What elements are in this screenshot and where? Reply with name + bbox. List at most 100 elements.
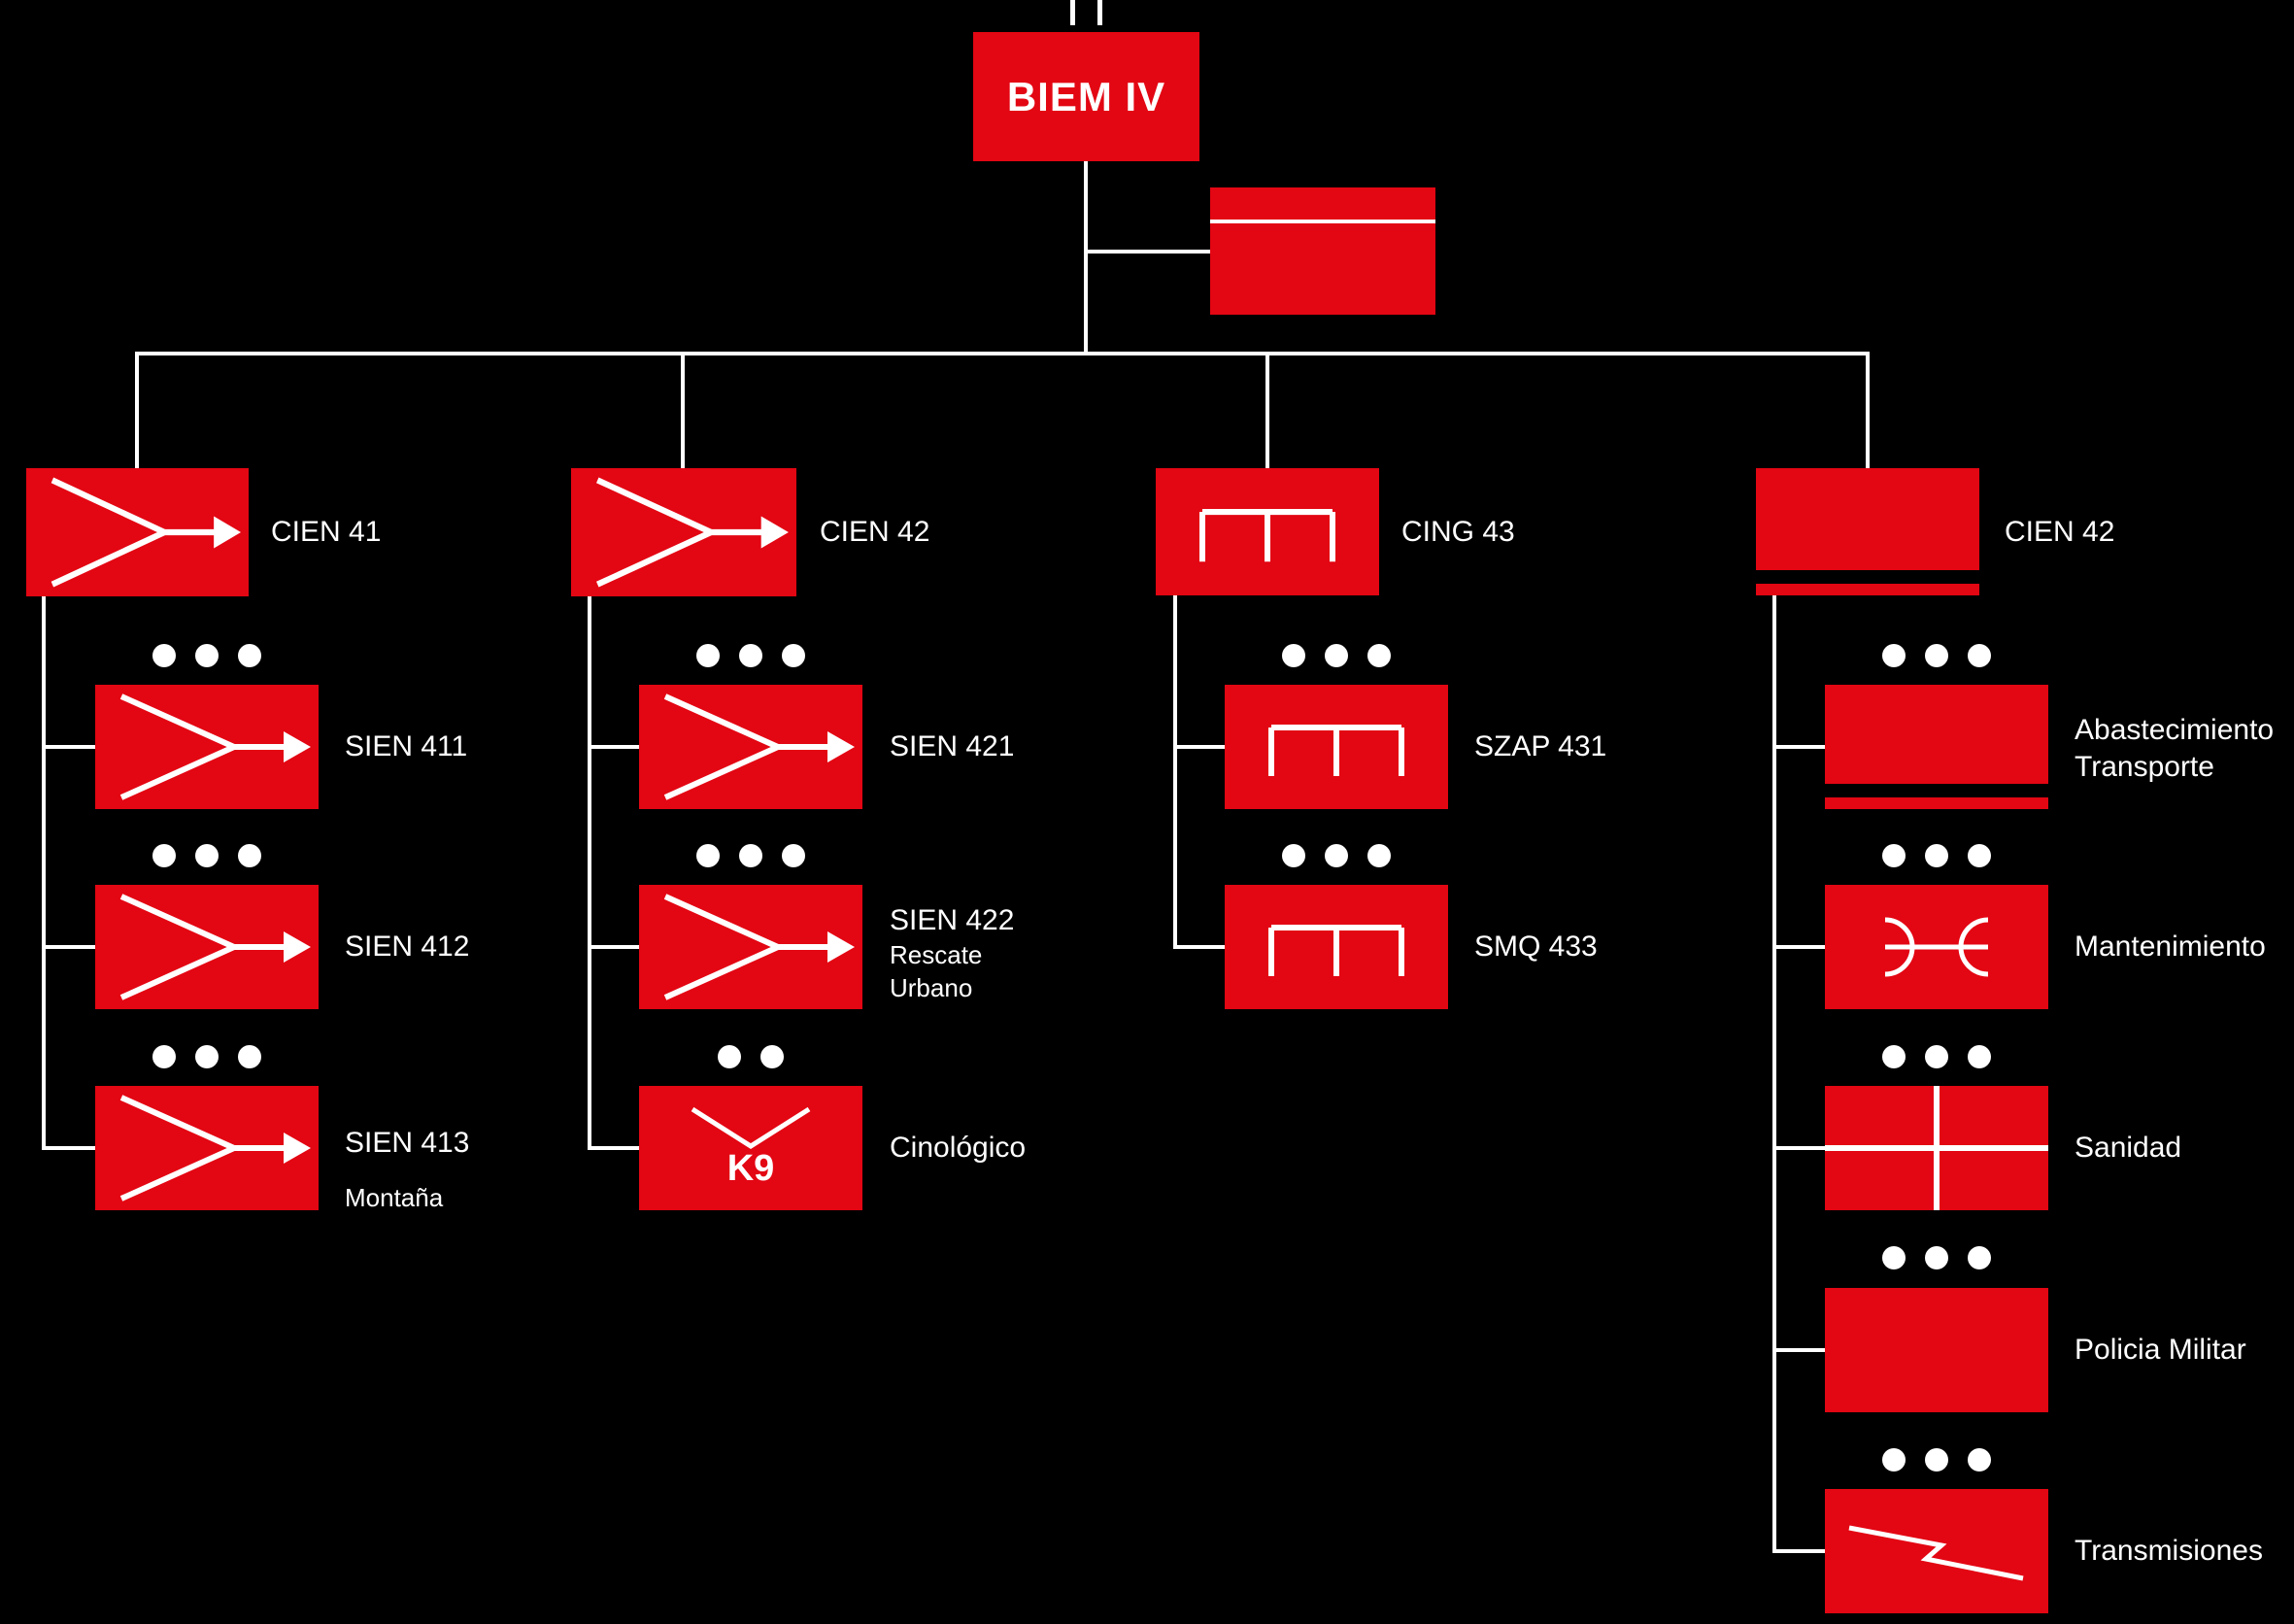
unit-label-transmisiones: Transmisiones	[2075, 1535, 2263, 1567]
echelon-dots	[1282, 844, 1391, 867]
connector-stub	[588, 745, 641, 749]
echelon-dot	[1968, 1246, 1991, 1269]
unit-label-sien-421: SIEN 421	[890, 730, 1015, 762]
unit-label-szap-431: SZAP 431	[1474, 730, 1607, 762]
connector-branch2-rail	[588, 596, 591, 1150]
unit-box-sien-421	[639, 685, 862, 809]
connector-root-drop	[1084, 161, 1088, 355]
supply-stripe-bar	[1756, 570, 1979, 584]
unit-box-sanidad	[1825, 1086, 2048, 1210]
echelon-dots	[1882, 1448, 1991, 1472]
engineer-icon	[1225, 885, 1448, 1009]
echelon-dot	[782, 644, 805, 667]
echelon-dot	[152, 1045, 176, 1068]
echelon-dot	[1282, 644, 1305, 667]
echelon-dot	[1882, 1448, 1906, 1472]
echelon-dot	[1925, 1246, 1948, 1269]
unit-label-sien-411: SIEN 411	[345, 730, 468, 762]
connector-stub	[1772, 745, 1827, 749]
intervention-arrow-icon	[571, 468, 796, 596]
unit-label-cing-43: CING 43	[1401, 516, 1515, 548]
connector-stub	[1173, 945, 1227, 949]
echelon-dot	[782, 844, 805, 867]
echelon-dot	[1925, 844, 1948, 867]
unit-sublabel-rescate: Rescate	[890, 940, 983, 969]
echelon-dot	[238, 644, 261, 667]
echelon-dot	[760, 1045, 784, 1068]
echelon-dot	[152, 644, 176, 667]
signal-flash-icon	[1825, 1489, 2048, 1613]
echelon-dot	[1282, 844, 1305, 867]
echelon-dot	[1968, 844, 1991, 867]
echelon-dot	[1325, 844, 1348, 867]
unit-box-smq-433	[1225, 885, 1448, 1009]
unit-sublabel-montana: Montaña	[345, 1183, 444, 1212]
unit-box-sien-412	[95, 885, 319, 1009]
echelon-dot	[1882, 644, 1906, 667]
echelon-dot	[1968, 1045, 1991, 1068]
unit-box-cien-41	[26, 468, 249, 596]
echelon-dots	[152, 1045, 261, 1068]
medical-cross-icon	[1825, 1086, 2048, 1210]
unit-label-cinologico: Cinológico	[890, 1132, 1027, 1164]
unit-box-sien-411	[95, 685, 319, 809]
echelon-dots	[1282, 644, 1391, 667]
echelon-dots	[718, 1045, 784, 1068]
hq-box	[1210, 187, 1435, 315]
echelon-dots	[1882, 1246, 1991, 1269]
echelon-dot	[739, 644, 762, 667]
intervention-arrow-icon	[639, 885, 862, 1009]
connector-stub	[1772, 945, 1827, 949]
echelon-dot	[195, 1045, 219, 1068]
engineer-icon	[1225, 685, 1448, 809]
echelon-dot	[1968, 644, 1991, 667]
connector-stub	[1772, 1146, 1827, 1150]
echelon-dots	[1882, 644, 1991, 667]
connector-stub	[1772, 1549, 1827, 1553]
unit-box-sien-413	[95, 1086, 319, 1210]
unit-label-sien-412: SIEN 412	[345, 930, 470, 963]
echelon-dot	[152, 844, 176, 867]
unit-label-abastecimiento: Abastecimiento	[2075, 714, 2275, 746]
k9-box-text: K9	[726, 1148, 775, 1189]
unit-box-biem-iv: BIEM IV	[973, 32, 1199, 161]
echelon-dot	[718, 1045, 741, 1068]
connector-stub	[42, 945, 97, 949]
connector-branch4-drop	[1866, 352, 1870, 468]
connector-stub	[1173, 745, 1227, 749]
intervention-arrow-icon	[639, 685, 862, 809]
connector-stub	[42, 745, 97, 749]
echelon-dot	[696, 844, 720, 867]
unit-box-sien-422	[639, 885, 862, 1009]
unit-label-cien-42-log: CIEN 42	[2005, 516, 2115, 548]
supply-stripe-bar	[1825, 784, 2048, 797]
echelon-dot	[195, 844, 219, 867]
echelon-dot	[739, 844, 762, 867]
echelon-dots	[696, 644, 805, 667]
maintenance-icon	[1825, 885, 2048, 1009]
echelon-dot	[1367, 844, 1391, 867]
connector-branch3-drop	[1265, 352, 1269, 468]
intervention-arrow-icon	[26, 468, 249, 596]
hq-strip-divider	[1210, 220, 1435, 223]
unit-sublabel-transporte: Transporte	[2075, 751, 2214, 783]
unit-box-mantenimiento	[1825, 885, 2048, 1009]
unit-box-k9: K9	[639, 1086, 862, 1210]
echelon-dots	[1882, 1045, 1991, 1068]
connector-branch4-rail	[1772, 595, 1776, 1553]
connector-stub	[588, 1146, 641, 1150]
unit-label-sien-422: SIEN 422	[890, 904, 1015, 936]
unit-box-policia-militar	[1825, 1288, 2048, 1412]
unit-label-mantenimiento: Mantenimiento	[2075, 930, 2266, 963]
unit-box-abastecimiento	[1825, 685, 2048, 809]
echelon-dots	[696, 844, 805, 867]
echelon-dot	[1925, 644, 1948, 667]
connector-branch2-drop	[681, 352, 685, 468]
echelon-dot	[696, 644, 720, 667]
unit-label-policia-militar: Policia Militar	[2075, 1334, 2246, 1366]
echelon-dots	[152, 844, 261, 867]
unit-label-sien-413: SIEN 413	[345, 1127, 470, 1159]
unit-box-cing-43	[1156, 468, 1379, 595]
echelon-dot	[1968, 1448, 1991, 1472]
